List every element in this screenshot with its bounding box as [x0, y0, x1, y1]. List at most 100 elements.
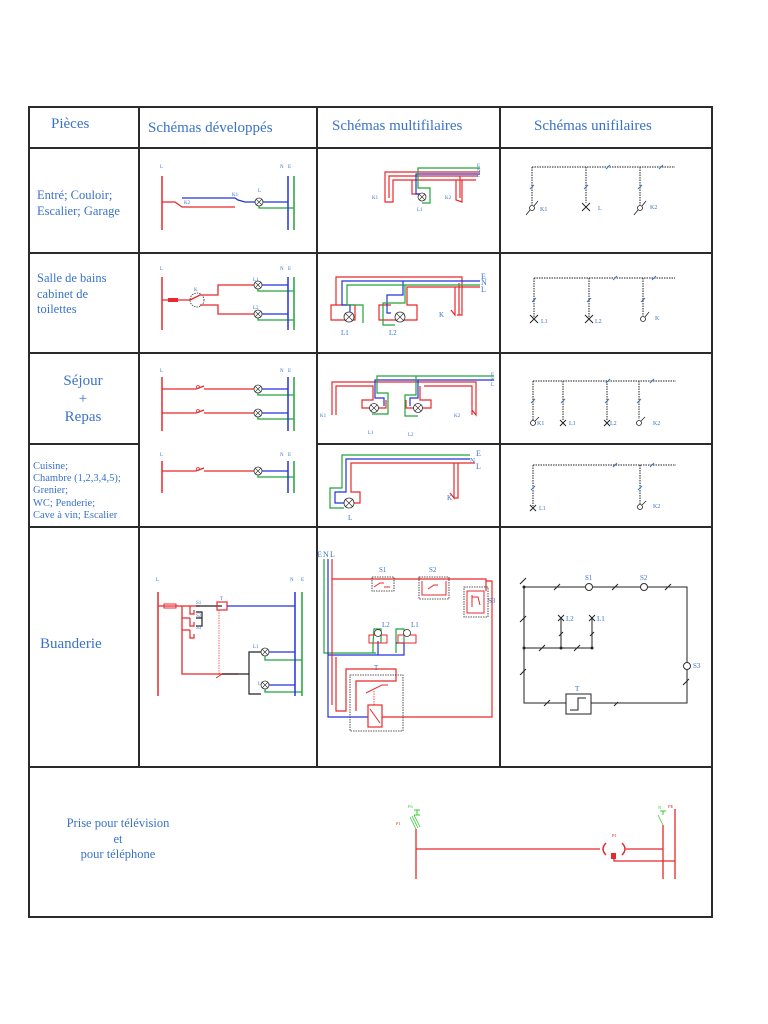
room-line: toilettes: [37, 302, 77, 316]
lamp-cross: [370, 404, 422, 412]
table-border-left: [28, 106, 30, 918]
phase-label: L: [160, 267, 163, 272]
neutral-label: N: [280, 165, 284, 170]
push3-contact: [466, 590, 485, 614]
timer-label: T: [575, 685, 580, 693]
earth-wire: [257, 393, 294, 420]
earth-wire: [257, 289, 294, 321]
switch-icon: [196, 385, 200, 389]
earth-label: E: [491, 373, 494, 378]
switch2-label: K2: [454, 414, 461, 419]
push2-label: S2: [429, 566, 437, 574]
lamp2-label: L2: [389, 329, 397, 337]
push2-contact: [421, 581, 447, 596]
switch-label: K: [447, 494, 452, 502]
junction-dot: [559, 646, 563, 650]
row-divider-partial: [316, 443, 712, 445]
lamp-label: L1: [539, 506, 546, 512]
timer-contact: [215, 673, 223, 679]
table-border-top: [28, 106, 712, 108]
switch-k: [450, 283, 460, 317]
switch-lever: [633, 200, 647, 216]
phase-label: L: [491, 383, 494, 388]
earth-label: E: [288, 369, 291, 374]
neutral-label: N: [280, 267, 284, 272]
switch-k2: [455, 176, 463, 203]
earth-label: E: [301, 578, 304, 583]
fuse-icon: [409, 814, 421, 830]
lamp-cross: [418, 193, 426, 201]
lamp-cross: [254, 281, 262, 318]
junction-dot: [590, 646, 594, 650]
developed-schematic-living: L N E L N E: [160, 369, 295, 493]
row-divider: [28, 766, 712, 768]
lamp-cross: [344, 312, 405, 322]
room-line: cabinet de: [37, 286, 89, 301]
lamp2-label: L2: [382, 621, 390, 629]
lamp-label: L1: [417, 208, 423, 213]
lamp2-label: L2: [610, 421, 617, 427]
fuse-label: F1: [396, 821, 401, 826]
phase-label: L: [481, 285, 486, 294]
switch-lever: [640, 416, 646, 422]
lamp1-label: L1: [569, 421, 576, 427]
phase-label: L: [160, 369, 163, 374]
row-divider: [28, 252, 712, 254]
lamp-cross-icon: [581, 202, 591, 212]
timer-label: T: [374, 664, 379, 672]
phase-wire: [384, 171, 480, 198]
switch-icon: [196, 409, 200, 413]
developed-schematic-laundry: L N E S1 S2 S3 T L1 L2: [156, 578, 304, 696]
switch-label: K: [439, 311, 444, 319]
lamp2-label: L2: [566, 615, 574, 623]
switch2-icon: [637, 205, 643, 211]
circuit-line: [523, 586, 688, 704]
push3-label: S3: [693, 662, 701, 670]
tv-phone-schematic: Ph F1 P1 N PE: [396, 804, 676, 879]
neutral-label: N: [477, 169, 481, 174]
lamp2-icon: [374, 629, 382, 637]
row-divider-partial: [28, 443, 138, 445]
lamp-label: L: [258, 189, 261, 194]
timer-coil: [367, 704, 383, 728]
singlewire-schematic-living: K1 L1 L2 K2: [530, 378, 676, 427]
room-label-kitchen: Cuisine; Chambre (1,2,3,4,5); Grenier; W…: [33, 461, 121, 522]
room-line: Grenier;: [33, 485, 68, 497]
neutral-label: N: [658, 805, 662, 810]
push1-label: S1: [585, 574, 593, 582]
push3-label: S3: [488, 597, 496, 605]
switch1-label: K1: [540, 207, 547, 213]
lamp1-cross-icon: [529, 314, 539, 324]
switch-icon: [189, 292, 205, 308]
push1-box: [371, 576, 395, 592]
lamp-label: L: [598, 206, 602, 212]
multiwire-schematic-living: K1 K2 L1 L2 E N L: [320, 373, 495, 438]
wire-count-mark: [530, 462, 655, 491]
row-divider: [28, 352, 712, 354]
lamp-feed: [222, 651, 261, 695]
switch-label: K: [655, 316, 660, 322]
socket-icon: [602, 842, 626, 856]
switch-lever: [525, 200, 539, 216]
lamp1-label: L1: [253, 645, 259, 650]
fuse-icon: [163, 603, 177, 609]
push-buttons: [189, 606, 195, 639]
lamp1-icon: [403, 629, 411, 637]
room-line: Entré; Couloir;: [37, 188, 113, 202]
table-border-right: [711, 106, 713, 918]
traveler-wire: [182, 197, 255, 203]
neutral-wire: [269, 651, 295, 686]
earth-label: E: [477, 164, 480, 169]
earth-wire: [257, 475, 294, 478]
room-line: Chambre (1,2,3,4,5);: [33, 473, 121, 485]
lamp-cross: [344, 498, 354, 508]
switch1-label: K1: [320, 414, 327, 419]
switch2-label: K2: [650, 205, 657, 211]
wire-count-mark: [530, 378, 655, 404]
switch-lever: [644, 311, 650, 318]
push2-icon: [640, 583, 648, 591]
switch2-icon: [636, 420, 642, 426]
room-line: +: [78, 391, 88, 407]
switch-icon: [637, 504, 643, 510]
